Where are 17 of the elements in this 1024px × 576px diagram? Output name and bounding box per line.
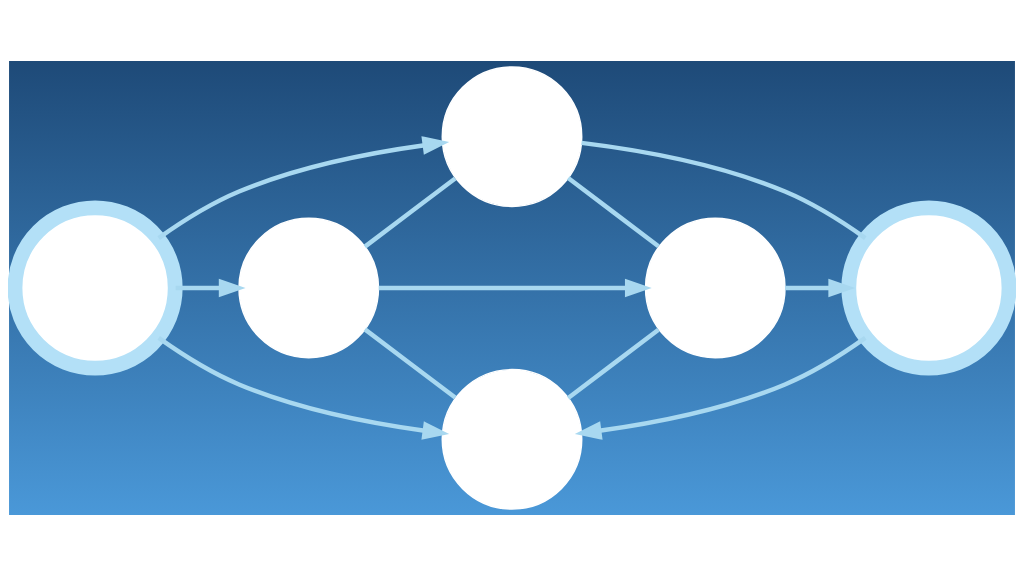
node-circle [238,217,380,359]
connector [566,328,660,400]
arrow [157,136,450,240]
node-circle [644,217,786,359]
arrow [157,336,450,440]
arrow [785,278,856,298]
node-circle [8,200,183,376]
connector [581,140,867,240]
node-circle [841,200,1016,376]
connector [566,176,660,248]
connector [363,176,457,249]
arrow [574,336,867,440]
node-circle [441,368,583,510]
node-circle [441,66,583,208]
arrow [378,278,652,298]
connector [363,327,457,400]
arrow [175,278,246,298]
